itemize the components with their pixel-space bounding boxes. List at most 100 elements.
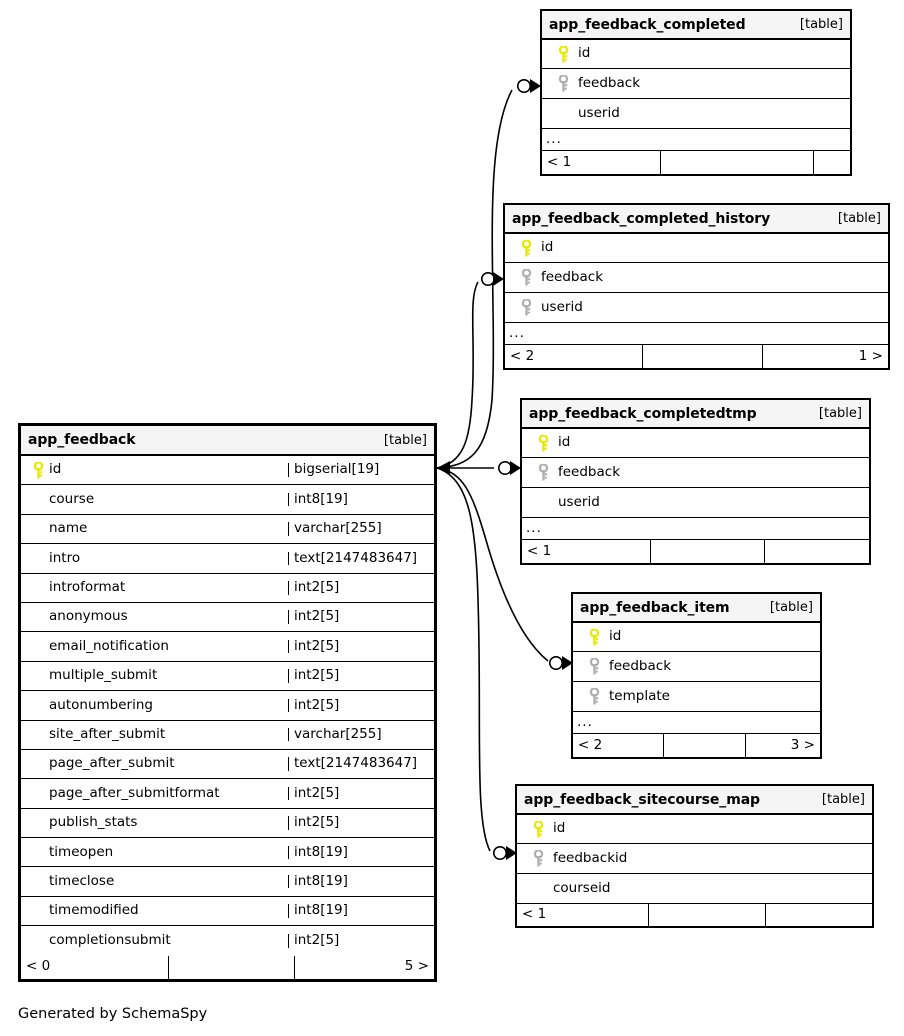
table-row[interactable]: feedbackid [517,844,872,874]
column-type: int2[5] [288,698,434,713]
footer-right [813,151,850,175]
column-name: feedback [558,464,621,480]
table-row[interactable]: intro text[2147483647] [21,544,434,574]
footer-left: < 0 [26,958,51,975]
column-name: id [49,461,62,478]
footer-left: < 2 [510,347,535,364]
table-row[interactable]: feedback [573,652,820,682]
table-columns: id feedback userid [522,429,869,517]
table-footer: < 0 5 > [21,955,434,979]
column-name-cell: name [21,522,288,536]
column-type: int2[5] [288,669,434,683]
table-row[interactable]: id [522,429,869,459]
column-name-cell: userid [522,496,869,510]
column-name-cell: feedback [573,658,820,675]
table-row[interactable]: id [517,815,872,845]
edge-to-completed-history [436,281,479,469]
column-type: text[2147483647] [288,551,434,566]
table-row[interactable]: userid [522,488,869,517]
footer-right: 3 > [745,734,820,758]
column-type: varchar[255] [288,522,434,536]
table-app-feedback-sitecourse-map[interactable]: app_feedback_sitecourse_map[table]id feed… [515,784,874,929]
column-name: intro [49,551,81,566]
table-row[interactable]: template [573,682,820,711]
column-name-cell: feedbackid [517,850,872,867]
footer-middle [650,540,764,564]
table-row[interactable]: id [542,40,850,70]
table-row[interactable]: courseid [517,874,872,903]
table-row[interactable]: introformat int2[5] [21,574,434,603]
footer-right: 5 > [294,955,434,979]
table-row[interactable]: completionsubmit int2[5] [21,926,434,955]
more-columns-ellipsis: ... [542,128,850,152]
column-type: int2[5] [288,580,434,595]
table-title: app_feedback_completedtmp [529,405,757,422]
column-name: introformat [49,581,126,595]
column-type: int2[5] [288,934,434,948]
column-name: completionsubmit [49,934,171,948]
edge-to-sitecourse-map [436,467,491,852]
column-name: course [49,492,95,507]
more-columns-ellipsis: ... [505,322,888,346]
column-name: courseid [553,881,611,896]
table-row[interactable]: id bigserial[19] [21,456,434,486]
table-row[interactable]: feedback [542,69,850,99]
column-name-cell: intro [21,552,288,566]
table-app-feedback-completed[interactable]: app_feedback_completed[table]id feedback u… [540,9,852,177]
footer-middle [660,151,813,175]
column-name: id [541,239,554,256]
table-header: app_feedback_completed_history[table] [505,205,888,234]
column-type: bigserial[19] [288,463,434,477]
column-name-cell: id [21,461,288,479]
table-row[interactable]: userid [542,99,850,128]
column-name: userid [578,106,620,121]
column-name-cell: template [573,687,820,705]
column-name: id [558,434,571,451]
primary-key-icon [27,461,49,479]
table-row[interactable]: userid [505,293,888,322]
table-row[interactable]: id [573,623,820,653]
table-title: app_feedback_completed_history [512,210,771,227]
table-row[interactable]: id [505,234,888,264]
column-name-cell: feedback [522,464,869,481]
footer-right [765,904,872,927]
foreign-key-icon [511,298,541,316]
table-header: app_feedback_sitecourse_map[table] [517,786,872,815]
column-name-cell: timemodified [21,904,288,918]
table-footer: < 1 [517,903,872,927]
table-header: app_feedback_completed[table] [542,11,850,40]
table-row[interactable]: feedback [522,458,869,488]
column-name-cell: page_after_submit [21,757,288,771]
table-type-tag: [table] [769,600,813,615]
column-type: int2[5] [288,816,434,830]
table-row[interactable]: feedback [505,263,888,293]
column-name-cell: id [522,434,869,452]
table-title: app_feedback [28,432,136,448]
column-name: page_after_submit [49,757,175,771]
column-name: id [578,45,591,62]
column-name-cell: site_after_submit [21,728,288,742]
table-title: app_feedback_completed [549,16,746,33]
table-app-feedback-completed-history[interactable]: app_feedback_completed_history[table]id f… [503,203,890,371]
column-name-cell: userid [542,107,850,121]
column-name: template [609,687,670,704]
